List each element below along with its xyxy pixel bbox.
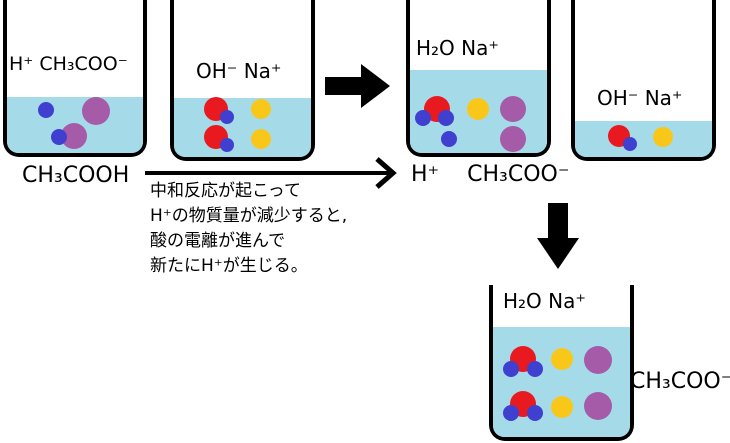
label-final-ions: H₂O Na⁺ bbox=[503, 289, 586, 313]
caption-line-3: 酸の電離が進んで bbox=[150, 231, 286, 251]
sodium-ion bbox=[653, 127, 673, 147]
acetate-ion bbox=[584, 392, 612, 420]
arrow-down-head-icon bbox=[537, 238, 579, 269]
label-naoh-remaining-ions: OH⁻ Na⁺ bbox=[597, 86, 683, 110]
caption-line-1: 中和反応が起こって bbox=[150, 181, 301, 201]
sodium-ion bbox=[551, 348, 573, 370]
beaker-naoh bbox=[170, 0, 315, 161]
hydrogen-ion bbox=[51, 129, 67, 145]
label-mixed-ions: H₂O Na⁺ bbox=[416, 36, 499, 60]
sodium-ion bbox=[551, 396, 573, 418]
hydrogen-ion bbox=[438, 110, 454, 126]
hydrogen-ion bbox=[441, 131, 457, 147]
sodium-ion bbox=[467, 98, 489, 120]
hydrogen-ion bbox=[220, 138, 234, 152]
beaker-naoh-remaining bbox=[571, 0, 716, 161]
hydrogen-ion bbox=[220, 110, 234, 124]
sodium-ion bbox=[251, 129, 271, 149]
liquid-naoh-remaining bbox=[575, 121, 712, 157]
beaker-mixed bbox=[406, 0, 551, 157]
acetate-ion bbox=[500, 126, 526, 152]
hydrogen-ion bbox=[527, 405, 543, 421]
label-naoh-ions: OH⁻ Na⁺ bbox=[196, 59, 282, 83]
label-acetic-acid-formula: CH₃COOH bbox=[22, 163, 130, 188]
liquid-naoh bbox=[174, 98, 311, 157]
hydrogen-ion bbox=[623, 137, 637, 151]
hydrogen-ion bbox=[503, 405, 519, 421]
arrow-right-icon bbox=[325, 77, 363, 95]
caption-line-2: H⁺の物質量が減少すると, bbox=[150, 206, 348, 226]
sodium-ion bbox=[251, 99, 271, 119]
arrow-right-head-icon bbox=[361, 64, 390, 108]
hydrogen-ion bbox=[415, 110, 431, 126]
hydrogen-ion bbox=[527, 361, 543, 377]
hydrogen-ion bbox=[503, 361, 519, 377]
arrow-down-icon bbox=[548, 203, 568, 239]
label-mixed-below: H⁺ CH₃COO⁻ bbox=[411, 162, 570, 187]
caption-line-4: 新たにH⁺が生じる。 bbox=[150, 256, 308, 276]
acetate-ion bbox=[500, 96, 526, 122]
acetate-ion bbox=[584, 346, 612, 374]
hydrogen-ion bbox=[38, 102, 54, 118]
label-final-side: CH₃COO⁻ bbox=[630, 369, 730, 394]
acetate-ion bbox=[82, 97, 110, 125]
reaction-arrow-icon bbox=[145, 157, 397, 189]
label-acetic-acid-ions: H⁺ CH₃COO⁻ bbox=[9, 53, 128, 75]
caption-text: 中和反応が起こって H⁺の物質量が減少すると, 酸の電離が進んで 新たにH⁺が生… bbox=[150, 179, 347, 279]
